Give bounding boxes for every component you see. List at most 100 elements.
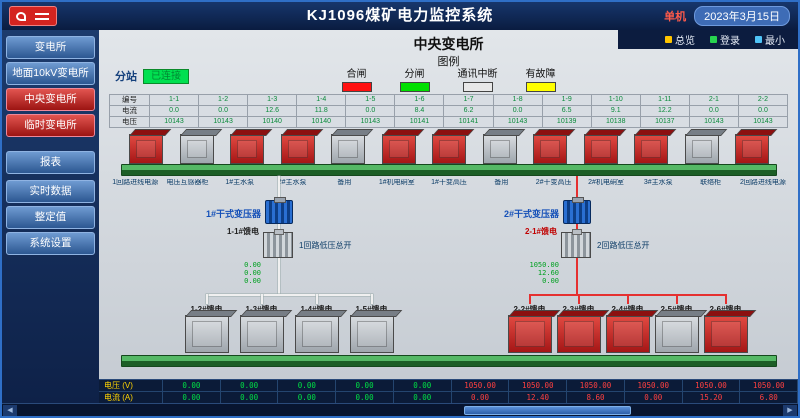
nav-button-label: 登录: [720, 36, 740, 47]
breaker-id-cell: 1-3: [248, 95, 298, 106]
feeder-cabinet[interactable]: [605, 315, 650, 353]
sidebar-item[interactable]: 实时数据: [6, 180, 95, 203]
sidebar-item[interactable]: 地面10kV变电所: [6, 62, 95, 85]
sidebar-item[interactable]: 中央变电所: [6, 88, 95, 111]
power-line: [576, 224, 578, 232]
legend-item: 分闸: [399, 65, 430, 92]
feeder-voltage-value: 1050.00: [567, 380, 625, 392]
current-cell: 0.0: [493, 106, 543, 117]
feeder-cabinet[interactable]: [349, 315, 394, 353]
feeder-cabinet[interactable]: [703, 315, 748, 353]
voltage-cell: 10141: [395, 117, 445, 128]
nav-button[interactable]: 最小: [750, 31, 790, 48]
hv-cabinet[interactable]: [179, 134, 214, 164]
feeder-unit: 1-5#馈电: [344, 294, 399, 353]
current-cell: 6.2: [444, 106, 494, 117]
hv-cabinet[interactable]: [280, 134, 315, 164]
feeder-voltage-value: 1050.00: [624, 380, 683, 392]
feeder-cabinet[interactable]: [239, 315, 284, 353]
dry-transformer-2[interactable]: [563, 197, 591, 224]
hv-cabinet[interactable]: [432, 134, 466, 164]
voltage-cell: 10143: [689, 117, 739, 128]
hv-cabinet-label: 电压互感器柜: [166, 179, 209, 186]
scrollbar-thumb[interactable]: [463, 406, 631, 415]
hv-cabinet[interactable]: [735, 134, 769, 164]
nav-button[interactable]: 总览: [660, 31, 700, 48]
feeder-unit: 1-3#馈电: [234, 294, 289, 353]
feeder-voltage-value: 1050.00: [682, 380, 741, 392]
header-bar: KJ1096煤矿电力监控系统 单机 2023年3月15日: [2, 2, 798, 30]
horizontal-scrollbar[interactable]: ◀ ▶: [2, 403, 798, 416]
feeder-cabinet[interactable]: [184, 315, 229, 353]
nav-button[interactable]: 登录: [705, 31, 745, 48]
feeder-voltage-value: 0.00: [163, 380, 221, 392]
top-platform: [121, 164, 777, 176]
hv-cabinet[interactable]: [533, 134, 567, 164]
feeder-unit: 1-4#馈电: [289, 294, 344, 353]
sidebar-item[interactable]: 报表: [6, 151, 95, 174]
power-line: [576, 176, 578, 200]
voltage-row-label: 电压 (V): [99, 380, 163, 392]
hv-cabinet-label: 1#主水泵: [225, 179, 255, 186]
feeder-voltage-value: 1050.00: [740, 380, 799, 392]
feeder-drop-line: [577, 294, 580, 304]
hv-cabinet-label: 1#干变高压: [431, 179, 467, 186]
date-display[interactable]: 2023年3月15日: [694, 6, 790, 26]
lv-incomer-1[interactable]: [263, 229, 293, 258]
hv-cabinet[interactable]: [583, 134, 618, 164]
feeder-drop-line: [370, 294, 373, 304]
scroll-left-arrow-icon[interactable]: ◀: [3, 405, 17, 416]
hv-cabinet-label: 2回路进线电源: [739, 179, 786, 186]
hv-cabinet-label: 2#干变高压: [535, 179, 572, 186]
hv-cabinet[interactable]: [634, 134, 668, 164]
sidebar-item[interactable]: 整定值: [6, 206, 95, 229]
hv-cabinet-label: 1#机电硐室: [378, 179, 415, 186]
incomer-label: 2-1#馈电: [524, 227, 557, 236]
measurement-value: 1050.00: [529, 261, 559, 269]
sidebar-item[interactable]: 变电所: [6, 36, 95, 59]
hv-cabinet-label: 3#主水泵: [643, 179, 673, 186]
transformer-label: 1#干式变压器: [205, 209, 261, 219]
hv-cabinet-label: 联络柜: [700, 179, 722, 186]
power-line: [576, 258, 578, 294]
feeder-cabinet[interactable]: [556, 315, 601, 353]
measurement-value: 0.00: [244, 277, 261, 285]
hv-cabinet[interactable]: [684, 134, 719, 164]
legend-title: 图例: [437, 56, 460, 68]
hv-cabinet[interactable]: [381, 134, 416, 164]
sidebar-item[interactable]: 临时变电所: [6, 114, 95, 137]
feeder-cabinet[interactable]: [654, 315, 699, 353]
substation-diagram: 中央变电所 图例 分站 已连接 合闸 分闸 通讯中断: [99, 30, 798, 379]
breaker-id-cell: 1-10: [591, 95, 641, 106]
current-cell: 9.1: [591, 106, 641, 117]
hv-cabinet-label: 1回路进线电源: [112, 179, 159, 186]
feeder-cabinet[interactable]: [294, 315, 339, 353]
legend-item: 合闸: [341, 65, 372, 92]
feeder-unit: 1-2#馈电: [179, 294, 234, 353]
voltage-cell: 10139: [542, 117, 592, 128]
feeder-drop-line: [626, 294, 629, 304]
row-label: 编号: [110, 95, 150, 106]
station-label: 分站: [115, 71, 137, 83]
breaker-id-cell: 2-2: [738, 95, 789, 106]
legend-item-label: 分闸: [404, 69, 425, 80]
current-cell: 11.8: [297, 106, 347, 117]
hv-cabinet[interactable]: [129, 134, 163, 164]
nav-button-label: 最小: [765, 36, 785, 47]
hv-cabinet[interactable]: [482, 134, 517, 164]
feeder-cabinet[interactable]: [507, 315, 552, 353]
dry-transformer-1[interactable]: [265, 197, 293, 224]
bottom-platform: [121, 355, 777, 367]
lv-bus-line: [206, 294, 372, 296]
feeder-unit: 2-5#馈电: [652, 294, 701, 353]
voltage-cell: 10143: [738, 117, 789, 128]
hv-cabinet-label: 2#机电硐室: [588, 179, 624, 186]
feeder-drop-line: [260, 294, 263, 304]
measurement-value: 0.00: [542, 277, 559, 285]
hv-cabinet[interactable]: [230, 134, 264, 164]
lv-incomer-2[interactable]: [561, 229, 591, 258]
hv-cabinet[interactable]: [331, 134, 365, 164]
sidebar-item[interactable]: 系统设置: [6, 232, 95, 255]
scroll-right-arrow-icon[interactable]: ▶: [783, 405, 797, 416]
